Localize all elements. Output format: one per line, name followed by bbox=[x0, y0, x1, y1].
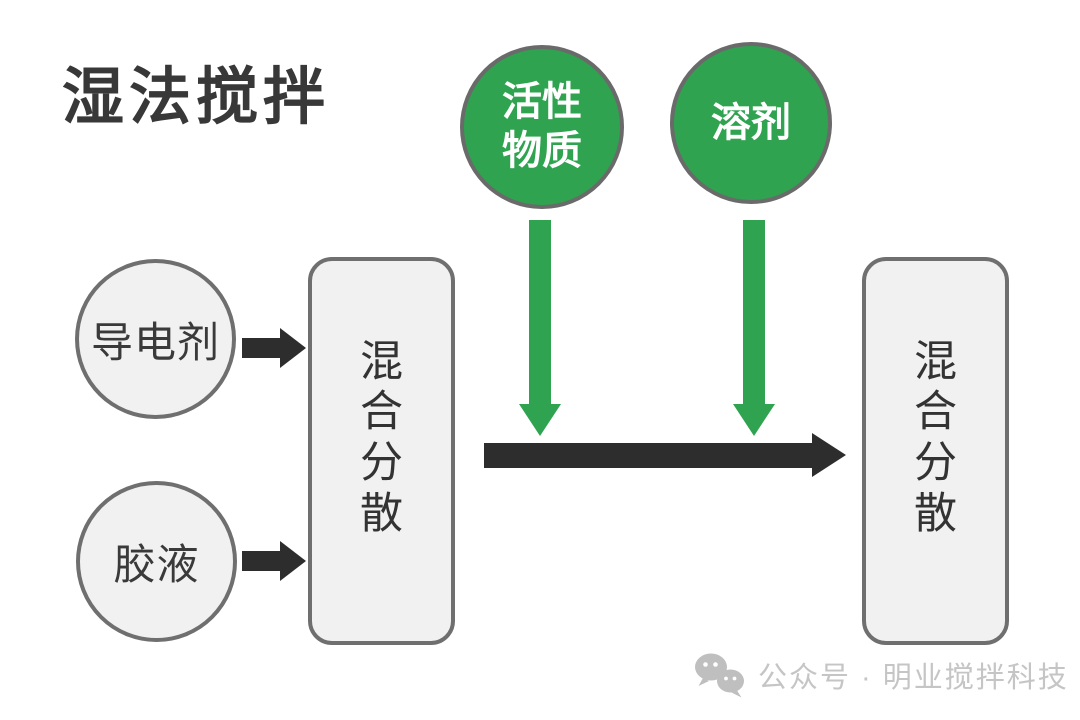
node-glue-solution-label: 胶液 bbox=[113, 541, 200, 588]
node-solvent-label: 溶剂 bbox=[711, 100, 791, 145]
stage-mix-disperse-2-label: 混合分散 bbox=[913, 337, 957, 538]
stage-mix-disperse-1-label: 混合分散 bbox=[359, 337, 403, 538]
right-arrow-glue-shaft bbox=[242, 551, 280, 571]
node-conductive-agent-label: 导电剂 bbox=[90, 318, 220, 366]
process-arrow-head bbox=[812, 433, 846, 477]
node-active-material-label: 活性物质 bbox=[502, 80, 582, 173]
right-arrow-glue-head bbox=[280, 541, 306, 581]
stage-mix-disperse-2: 混合分散 bbox=[862, 257, 1009, 645]
node-glue-solution: 胶液 bbox=[76, 481, 237, 642]
right-arrow-conductive-head bbox=[280, 328, 306, 368]
node-active-material: 活性物质 bbox=[460, 45, 624, 209]
down-arrow-active-shaft bbox=[529, 220, 551, 404]
down-arrow-solvent-shaft bbox=[743, 220, 765, 404]
wechat-icon bbox=[695, 653, 744, 698]
stage-mix-disperse-1: 混合分散 bbox=[308, 257, 455, 645]
right-arrow-conductive-shaft bbox=[242, 338, 280, 358]
down-arrow-solvent-head bbox=[733, 404, 775, 436]
process-arrow-shaft bbox=[484, 443, 812, 468]
watermark-text: 公众号 · 明业搅拌科技 bbox=[758, 662, 1069, 694]
page-title: 湿法搅拌 bbox=[62, 63, 331, 132]
node-solvent: 溶剂 bbox=[670, 42, 832, 204]
watermark: 公众号 · 明业搅拌科技 bbox=[694, 652, 1069, 698]
down-arrow-active-head bbox=[519, 404, 561, 436]
node-conductive-agent: 导电剂 bbox=[75, 259, 236, 419]
